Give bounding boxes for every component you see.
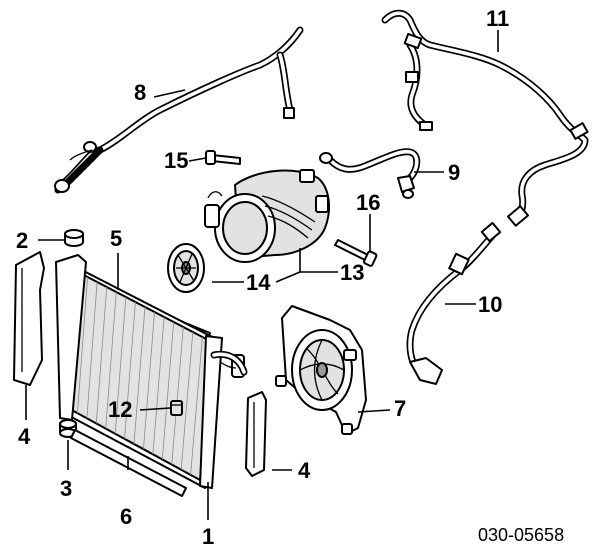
leader-lines	[25, 30, 499, 520]
part-7-fan-motor	[275, 305, 367, 435]
callout-5: 5	[110, 226, 122, 251]
part-16-bolt	[334, 239, 378, 267]
part-1-condenser	[55, 254, 248, 489]
condenser-fin	[114, 296, 127, 434]
condenser-fin	[86, 281, 98, 419]
part-9-hose	[319, 148, 421, 199]
part-14-clutch-pulley	[167, 243, 205, 293]
callout-2: 2	[16, 228, 28, 253]
condenser-fin	[95, 286, 108, 424]
callout-10: 10	[478, 292, 502, 317]
part-4-right-seal	[245, 391, 267, 477]
condenser-fin	[124, 301, 136, 439]
part-2-bushing	[64, 229, 84, 247]
part-8-hose	[54, 26, 304, 194]
condenser-fin	[152, 316, 165, 455]
callout-7: 7	[394, 396, 406, 421]
condenser-fin	[161, 321, 175, 460]
callout-3: 3	[60, 476, 72, 501]
part-4-left-seal	[13, 251, 45, 386]
condenser-fin	[143, 311, 155, 450]
callout-8: 8	[134, 80, 146, 105]
callout-11: 11	[486, 6, 509, 31]
callout-1: 1	[202, 524, 214, 549]
diagram-code: 030-05658	[478, 525, 564, 545]
condenser-fin	[133, 306, 146, 445]
part-15-bolt	[205, 150, 241, 165]
callout-9: 9	[448, 160, 460, 185]
condenser-fin	[180, 331, 194, 470]
condenser-fin	[190, 336, 203, 475]
callout-6: 6	[120, 504, 132, 529]
callout-13: 13	[340, 260, 364, 285]
part-10-hose	[406, 221, 502, 385]
part-13-compressor	[204, 169, 331, 263]
part-11-hose	[381, 9, 589, 227]
callout-14: 14	[246, 270, 271, 295]
condenser-fin	[171, 326, 184, 465]
callout-15: 15	[164, 148, 188, 173]
callout-16: 16	[356, 190, 380, 215]
part-12-clip	[170, 400, 183, 416]
condenser-fin	[77, 276, 88, 414]
callout-4-right: 4	[298, 458, 311, 483]
callout-4-left: 4	[18, 424, 31, 449]
callout-12: 12	[108, 397, 132, 422]
condenser-fin	[105, 291, 117, 429]
